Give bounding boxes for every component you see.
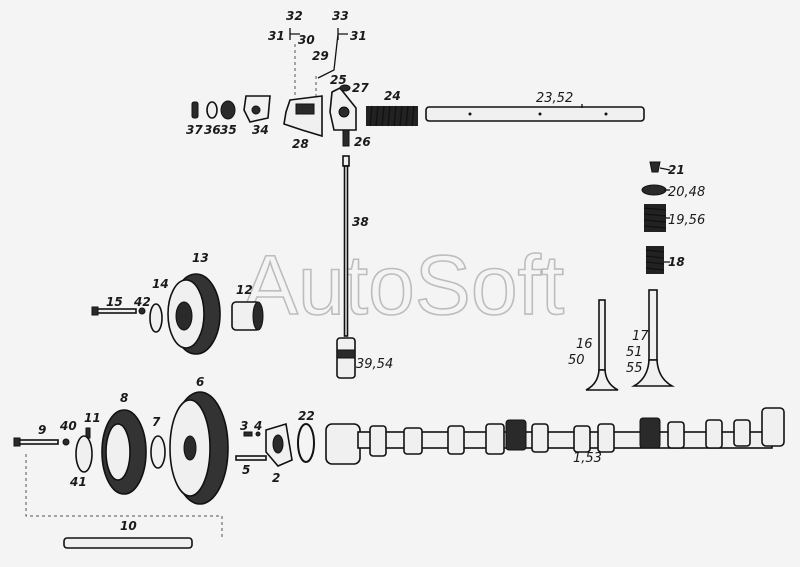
adjuster-parts (191, 100, 236, 120)
label-1: 1,53 (573, 451, 602, 466)
pin-5 (235, 455, 267, 461)
label-7: 7 (152, 415, 161, 429)
label-5: 5 (242, 463, 250, 477)
rocker-nut (339, 84, 351, 92)
label-6: 6 (196, 375, 204, 389)
bolt-9 (13, 437, 59, 447)
label-41: 41 (69, 475, 87, 489)
label-15: 15 (106, 295, 123, 309)
label-22: 22 (298, 409, 315, 423)
label-33: 33 (332, 9, 349, 23)
pushrod (342, 155, 350, 337)
intake-valve (585, 299, 619, 391)
label-31a: 31 (268, 29, 285, 43)
label-29: 29 (312, 49, 329, 63)
thrust-plate-2 (265, 422, 293, 467)
label-23: 23,52 (536, 91, 573, 106)
gear-hub-12 (231, 301, 264, 331)
label-14: 14 (152, 277, 169, 291)
leader-31 (289, 28, 348, 79)
label-32: 32 (286, 9, 303, 23)
bevel-gear-8 (101, 409, 147, 495)
timing-gear-13 (167, 273, 221, 355)
label-20: 20,48 (668, 185, 705, 200)
camshaft (325, 407, 785, 465)
valve-spring-inner (645, 246, 665, 274)
label-42: 42 (133, 295, 151, 309)
label-3: 3 (240, 419, 248, 433)
label-21: 21 (668, 163, 685, 177)
label-36: 36 (204, 123, 221, 137)
label-24: 24 (384, 89, 401, 103)
label-11: 11 (84, 411, 101, 425)
shaft-10 (63, 537, 193, 549)
leader-10 (25, 454, 223, 540)
label-35: 35 (220, 123, 237, 137)
label-28: 28 (292, 137, 309, 151)
valve-spring-outer (643, 204, 667, 232)
washer-7 (150, 435, 166, 469)
label-2: 2 (272, 471, 280, 485)
tappet (336, 337, 356, 379)
rocker-arm-right (329, 86, 357, 131)
label-40: 40 (59, 419, 77, 433)
label-27: 27 (352, 81, 369, 95)
label-25: 25 (330, 73, 347, 87)
label-34: 34 (252, 123, 269, 137)
shaft-spring (366, 105, 418, 127)
label-12: 12 (236, 283, 253, 297)
rocker-bracket (283, 95, 323, 138)
label-30: 30 (298, 33, 315, 47)
flange-41 (75, 435, 93, 473)
cam-gear-6 (169, 391, 229, 505)
leader-valve (659, 167, 671, 263)
rocker-shaft (425, 106, 645, 122)
seal-ring-22 (297, 423, 315, 463)
rocker-arm-left (243, 95, 271, 123)
valve-keepers (649, 161, 661, 173)
label-39: 39,54 (356, 357, 393, 372)
label-13: 13 (192, 251, 209, 265)
label-26: 26 (354, 135, 371, 149)
label-51: 51 (626, 345, 643, 360)
washer-40 (62, 438, 70, 446)
part-labels: 1,53 2 3 4 5 6 7 8 9 10 11 12 13 14 15 1… (38, 9, 705, 533)
label-4: 4 (253, 419, 262, 433)
label-9: 9 (38, 423, 46, 437)
label-38: 38 (352, 215, 369, 229)
lock-washer-42 (138, 307, 146, 315)
label-10: 10 (120, 519, 137, 533)
bolt-15 (91, 306, 137, 316)
spring-retainer (641, 184, 667, 196)
washer-14 (149, 303, 163, 333)
label-16: 16 (576, 337, 593, 352)
watermark-text: AutoSoft (242, 238, 564, 332)
label-55: 55 (626, 361, 643, 376)
pushrod-end (342, 129, 350, 147)
label-19: 19,56 (668, 213, 705, 228)
label-50: 50 (568, 353, 585, 368)
label-31b: 31 (350, 29, 367, 43)
label-8: 8 (120, 391, 128, 405)
label-37: 37 (186, 123, 203, 137)
exhaust-valve (630, 289, 676, 387)
label-17: 17 (632, 329, 649, 344)
screw-3-4 (243, 431, 261, 437)
label-18: 18 (668, 255, 685, 269)
